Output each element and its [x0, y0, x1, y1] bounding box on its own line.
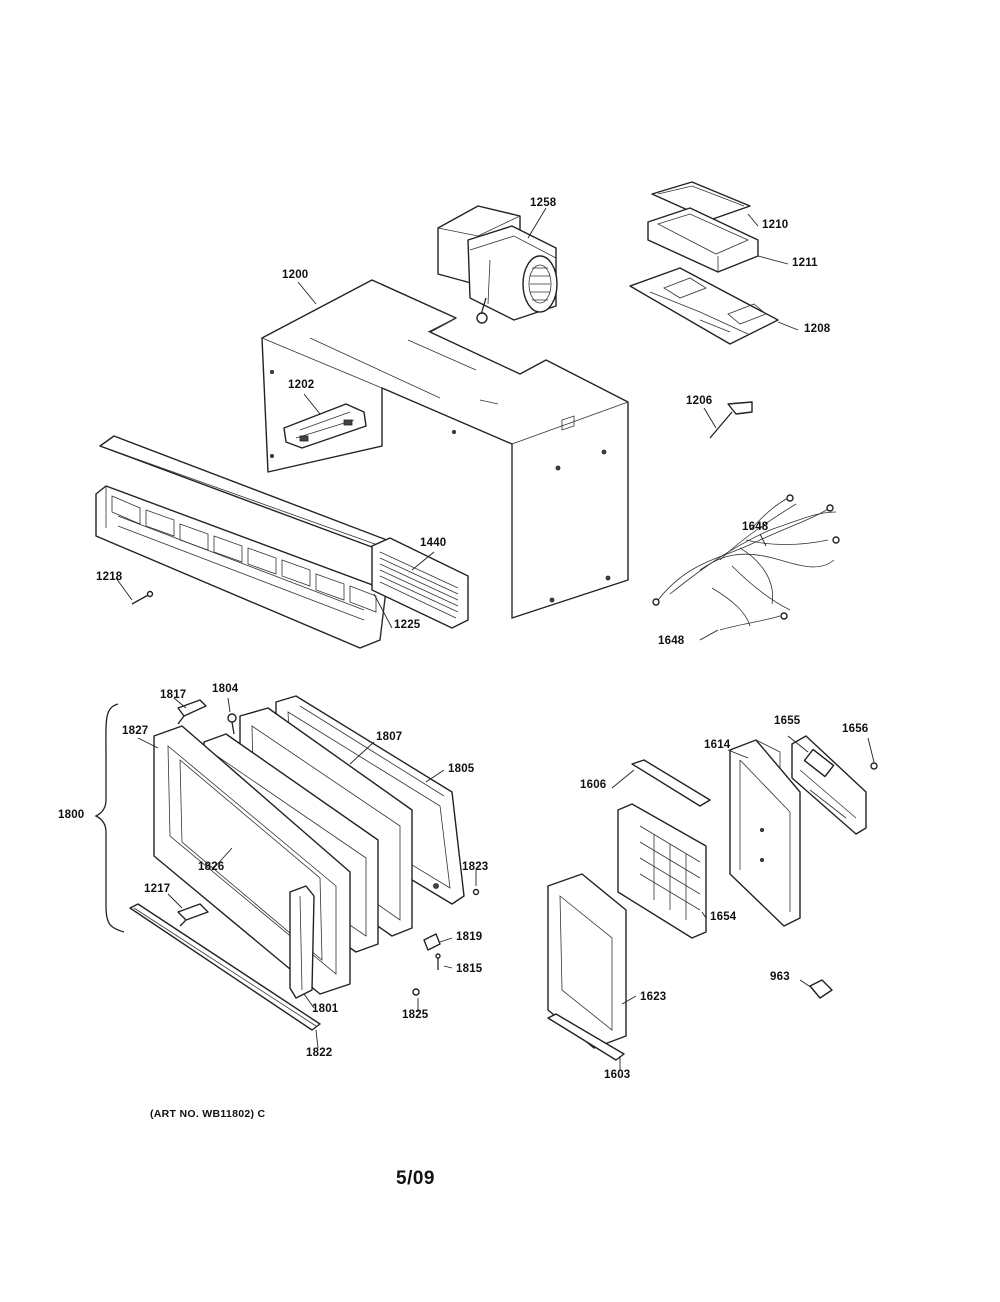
wire-harness-drawing	[652, 494, 840, 631]
screw-drawing	[131, 590, 154, 605]
part-label-1614: 1614	[704, 739, 731, 751]
thermostat-drawing	[709, 401, 753, 439]
page-code: 5/09	[396, 1168, 435, 1189]
small-door-parts-drawing	[412, 888, 480, 996]
circuit-board-drawing	[791, 735, 878, 835]
part-label-1654: 1654	[710, 911, 737, 923]
grille-drawing	[371, 537, 469, 629]
part-label-1804: 1804	[212, 683, 239, 695]
part-label-1206: 1206	[686, 395, 713, 407]
leader-lines	[115, 207, 875, 1070]
part-label-1648-bottom: 1648	[658, 635, 685, 647]
part-label-1606: 1606	[580, 779, 607, 791]
duct-plate-drawing	[629, 267, 779, 345]
door-handle-drawing	[289, 885, 315, 999]
control-frame-drawing	[547, 873, 627, 1049]
part-label-1210: 1210	[762, 219, 789, 231]
part-label-1825: 1825	[402, 1009, 429, 1021]
cabinet-wrapper-drawing	[261, 279, 629, 619]
part-label-1440: 1440	[420, 537, 447, 549]
latch-drawing	[227, 713, 237, 735]
part-label-1801: 1801	[312, 1003, 339, 1015]
blower-assembly-drawing	[437, 205, 558, 324]
part-label-1826: 1826	[198, 861, 225, 873]
part-label-1822: 1822	[306, 1047, 333, 1059]
part-label-1200: 1200	[282, 269, 309, 281]
part-label-1815: 1815	[456, 963, 483, 975]
keypad-drawing	[617, 803, 707, 939]
control-rail-drawing	[547, 1013, 625, 1061]
part-label-1800: 1800	[58, 809, 85, 821]
door-trim-rail-drawing	[129, 903, 321, 1031]
part-label-1603: 1603	[604, 1069, 631, 1081]
hinge-bottom-drawing	[177, 903, 209, 927]
part-label-1217: 1217	[144, 883, 171, 895]
part-label-1623: 1623	[640, 991, 667, 1003]
part-label-963: 963	[770, 971, 790, 983]
filter-frame-drawing	[647, 207, 759, 273]
part-label-1225: 1225	[394, 619, 421, 631]
part-label-1819: 1819	[456, 931, 483, 943]
part-label-1655: 1655	[774, 715, 801, 727]
part-label-1807: 1807	[376, 731, 403, 743]
part-label-1817: 1817	[160, 689, 187, 701]
part-label-1202: 1202	[288, 379, 315, 391]
part-label-1805: 1805	[448, 763, 475, 775]
art-number-note: (ART NO. WB11802) C	[150, 1108, 266, 1120]
part-label-1648-top: 1648	[742, 521, 769, 533]
part-label-1823: 1823	[462, 861, 489, 873]
part-label-1656: 1656	[842, 723, 869, 735]
vent-panel-drawing	[95, 435, 393, 649]
hinge-top-drawing	[177, 699, 207, 725]
part-label-1218: 1218	[96, 571, 123, 583]
part-label-1211: 1211	[792, 257, 818, 269]
control-strip-drawing	[631, 759, 711, 807]
part-label-1208: 1208	[804, 323, 831, 335]
small-part-963-drawing	[809, 979, 833, 999]
part-label-1258: 1258	[530, 197, 557, 209]
door-assembly-bracket	[94, 703, 125, 933]
part-label-1827: 1827	[122, 725, 149, 737]
control-housing-drawing	[729, 739, 801, 927]
bracket-drawing	[283, 403, 367, 449]
